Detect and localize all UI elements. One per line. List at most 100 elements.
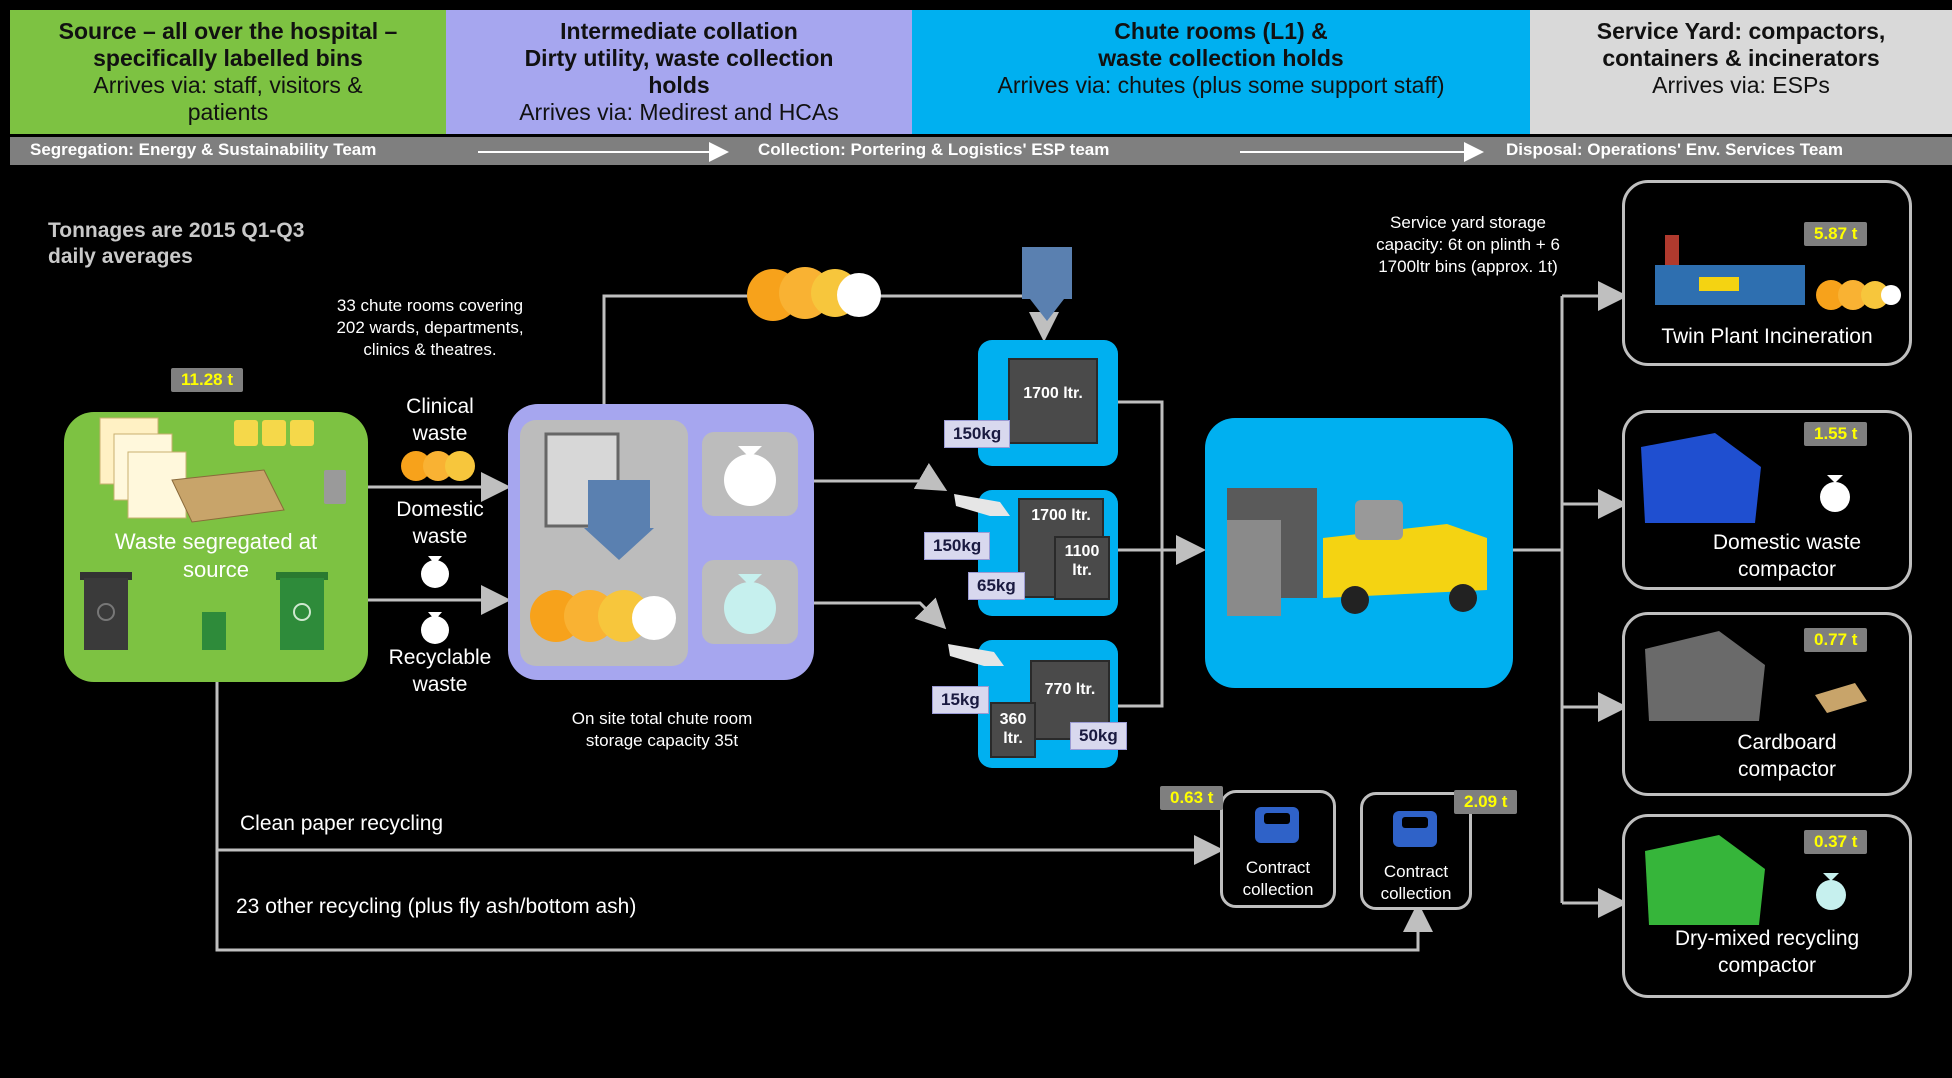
header-source-title2: specifically labelled bins	[93, 45, 363, 71]
destination-dmr-label: Dry-mixed recycling compactor	[1625, 925, 1909, 979]
contract-1-badge: 0.63 t	[1160, 786, 1224, 810]
sharps-bins-icon	[234, 420, 314, 446]
destination-incineration-label: Twin Plant Incineration	[1661, 325, 1873, 348]
destination-cardboard-label-line1: Cardboard	[1737, 731, 1837, 754]
green-caddy-icon	[202, 612, 226, 650]
contract-2-label: Contract collection	[1363, 861, 1469, 905]
domestic-bag-icon	[421, 556, 449, 588]
contract-2-label-line2: collection	[1380, 884, 1452, 903]
black-wheelie-bin-icon	[80, 572, 132, 650]
band-collection: Collection: Portering & Logistics' ESP t…	[758, 140, 1110, 159]
label-clean-paper: Clean paper recycling	[240, 812, 444, 835]
domestic-compactor-badge: 1.55 t	[1804, 422, 1868, 446]
recycling-bag-panel	[702, 560, 798, 644]
truck-icon-1	[1255, 807, 1299, 843]
waste-basket-icon	[324, 470, 346, 504]
blue-compactor-icon	[1641, 433, 1761, 523]
header-yard: Service Yard: compactors, containers & i…	[1530, 10, 1952, 134]
stream-recyclable: Recyclable waste	[370, 644, 510, 698]
incineration-badge: 5.87 t	[1804, 222, 1868, 246]
header-collation: Intermediate collation Dirty utility, wa…	[446, 10, 912, 134]
green-compactor-icon	[1645, 835, 1765, 925]
stream-domestic-line1: Domestic	[396, 498, 484, 521]
destination-domestic-label-line2: compactor	[1737, 558, 1837, 581]
contract-2-badge: 2.09 t	[1454, 790, 1518, 814]
header-collation-title1: Intermediate collation	[560, 18, 798, 44]
destination-dmr-label-line1: Dry-mixed recycling	[1674, 927, 1860, 950]
responsibility-band: Segregation: Energy & Sustainability Tea…	[10, 137, 1952, 165]
grey-bin-icon	[1227, 520, 1281, 616]
header-yard-title2: containers & incinerators	[1602, 45, 1880, 71]
label-other-recycling: 23 other recycling (plus fly ash/bottom …	[236, 895, 637, 918]
clinical-bags-icon	[401, 451, 475, 481]
cardboard-compactor-badge: 0.77 t	[1804, 628, 1868, 652]
contract-1-label-line1: Contract	[1245, 858, 1311, 877]
weight-bottom-2: 50kg	[1070, 722, 1127, 750]
source-tonnage-badge: 11.28 t	[171, 368, 243, 392]
truck-icon-2	[1393, 811, 1437, 847]
header-source-sub1: Arrives via: staff, visitors &	[93, 72, 363, 98]
chute-hatch-icon	[530, 432, 676, 642]
note-tonnages-line1: Tonnages are 2015 Q1-Q3	[48, 219, 305, 242]
note-chute-rooms-line2: 202 wards, departments,	[336, 318, 524, 337]
stream-domestic-line2: waste	[412, 525, 468, 548]
weight-bottom-1: 15kg	[932, 686, 989, 714]
destination-cardboard-label-line2: compactor	[1737, 758, 1837, 781]
note-onsite-line1: On site total chute room	[571, 709, 753, 728]
header-collation-sub: Arrives via: Medirest and HCAs	[519, 99, 839, 125]
factory-icon	[1655, 235, 1805, 305]
glove-icon-bottom	[948, 644, 1004, 666]
contract-1-label: Contract collection	[1223, 857, 1333, 901]
destination-cardboard-compactor: Cardboard compactor	[1622, 612, 1912, 796]
top-chute-hopper-icon	[1022, 247, 1072, 321]
bin-360-bottom: 360 ltr.	[990, 702, 1036, 758]
header-chute-title1: Chute rooms (L1) &	[1114, 18, 1328, 44]
header-chute-title2: waste collection holds	[1098, 45, 1344, 71]
source-label-line1: Waste segregated at	[114, 529, 318, 554]
cardboard-destination-icon	[1815, 683, 1867, 713]
bin-stack-icon	[99, 417, 187, 519]
bin-card-mid: 1700 ltr. 1100 ltr.	[978, 490, 1118, 616]
destination-cardboard-label: Cardboard compactor	[1665, 729, 1909, 783]
note-tonnages-line2: daily averages	[48, 245, 193, 268]
note-chute-rooms-line3: clinics & theatres.	[363, 340, 497, 359]
recycling-bag-large-icon	[724, 574, 776, 634]
dmr-compactor-badge: 0.37 t	[1804, 830, 1868, 854]
recyclable-bag-icon	[421, 612, 449, 644]
destination-domestic-label: Domestic waste compactor	[1665, 529, 1909, 583]
stream-clinical-line1: Clinical	[406, 395, 474, 418]
source-label: Waste segregated at source	[64, 528, 368, 584]
stream-clinical-line2: waste	[412, 422, 468, 445]
weight-mid-1: 150kg	[924, 532, 991, 560]
source-illustration	[80, 417, 346, 650]
contract-1-label-line2: collection	[1242, 880, 1314, 899]
stream-clinical: Clinical waste	[390, 393, 490, 447]
tug-vehicle-icon	[1323, 500, 1487, 614]
note-tonnages: Tonnages are 2015 Q1-Q3 daily averages	[48, 218, 304, 270]
note-yard-storage-line3: 1700ltr bins (approx. 1t)	[1378, 257, 1558, 276]
header-yard-title1: Service Yard: compactors,	[1596, 18, 1886, 44]
bin-1100-mid: 1100 ltr.	[1054, 536, 1110, 600]
note-onsite-capacity: On site total chute room storage capacit…	[532, 708, 792, 752]
tug-card	[1205, 418, 1513, 688]
domestic-bag-large-icon	[724, 446, 776, 506]
header-source: Source – all over the hospital – specifi…	[10, 10, 446, 134]
glove-icon-mid	[954, 494, 1010, 516]
header-collation-title2: Dirty utility, waste collection	[524, 45, 834, 71]
domestic-bag-panel	[702, 432, 798, 516]
bin-1700-top: 1700 ltr.	[1008, 358, 1098, 444]
note-yard-storage-line1: Service yard storage	[1390, 213, 1546, 232]
domestic-destination-bag-icon	[1820, 475, 1850, 512]
band-disposal: Disposal: Operations' Env. Services Team	[1506, 140, 1843, 159]
destination-dmr-compactor: Dry-mixed recycling compactor	[1622, 814, 1912, 998]
dmr-destination-bag-icon	[1816, 873, 1846, 910]
destination-incineration: Twin Plant Incineration	[1622, 180, 1912, 366]
contract-collection-1: Contract collection	[1220, 790, 1336, 908]
green-wheelie-bin-icon	[276, 572, 328, 650]
header-source-sub2: patients	[187, 99, 269, 125]
bin-card-top: 1700 ltr.	[978, 340, 1118, 466]
note-chute-rooms-line1: 33 chute rooms covering	[336, 296, 524, 315]
note-chute-rooms: 33 chute rooms covering 202 wards, depar…	[305, 295, 555, 361]
note-yard-storage-line2: capacity: 6t on plinth + 6	[1376, 235, 1560, 254]
